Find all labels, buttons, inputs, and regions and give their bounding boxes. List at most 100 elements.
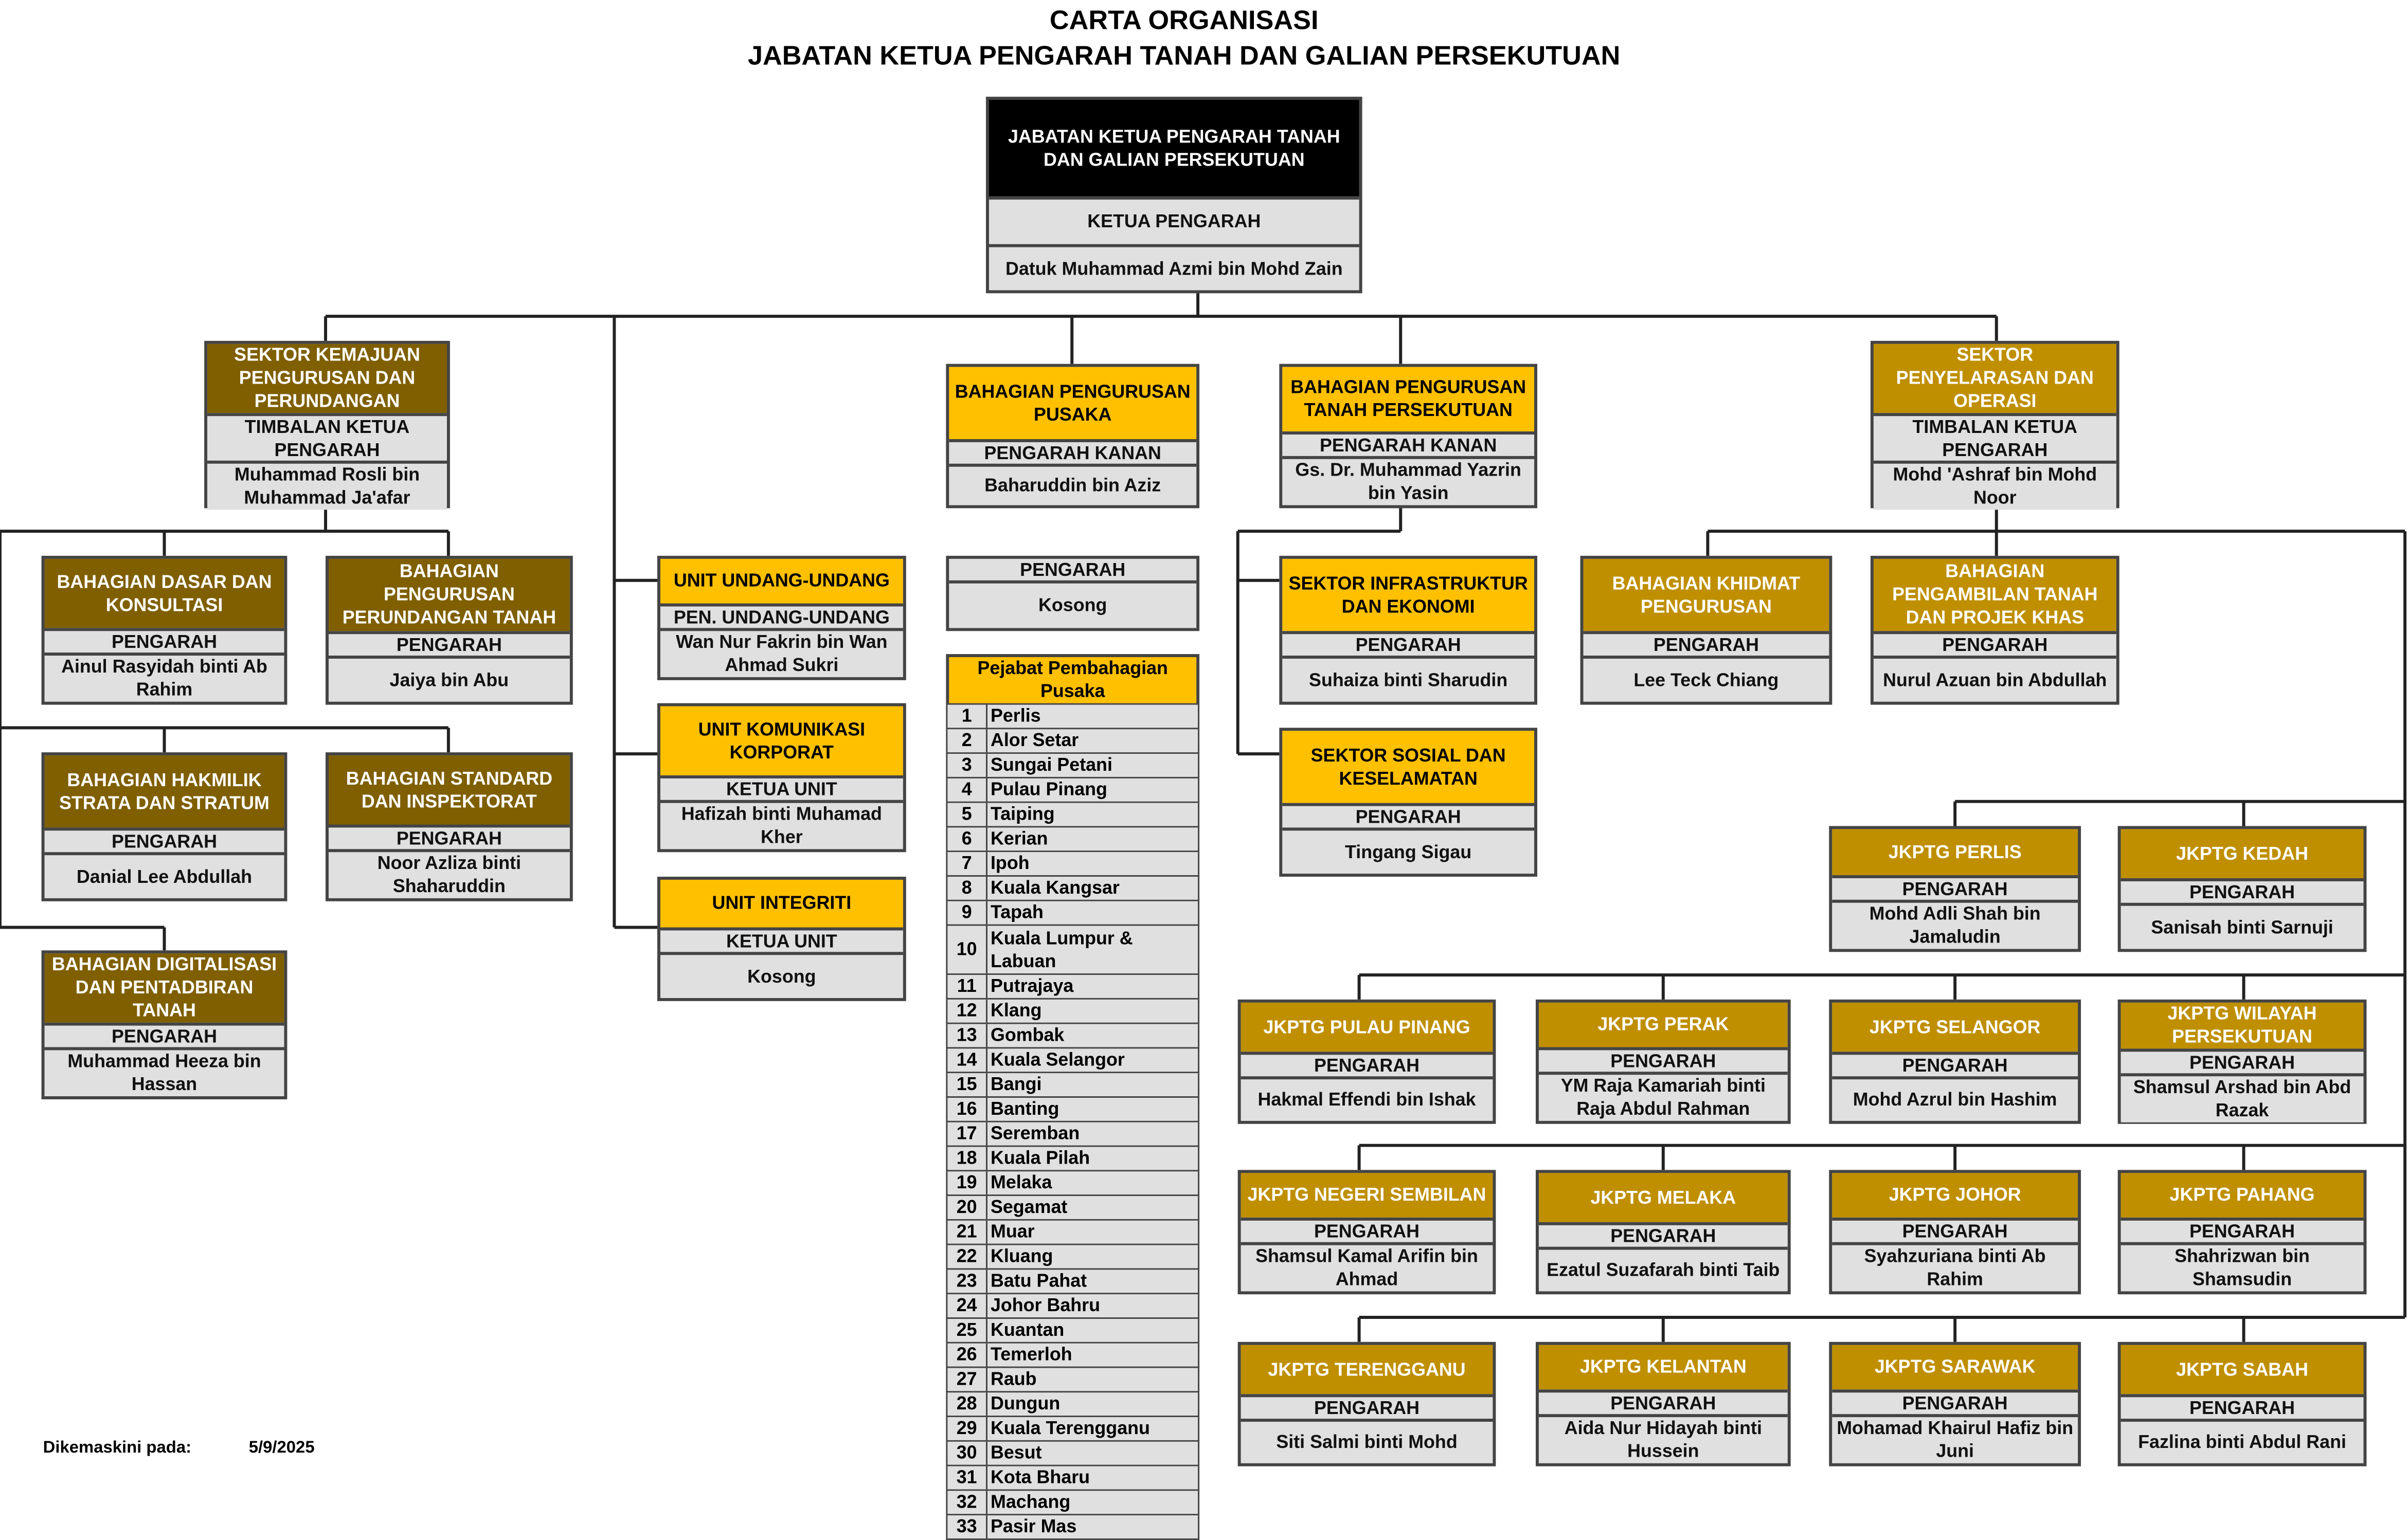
bhg-tanah-persekutuan-box: BAHAGIAN PENGURUSAN TANAH PERSEKUTUAN PE… bbox=[1279, 364, 1537, 509]
pusaka-office-row: 33 Pasir Mas bbox=[946, 1515, 1200, 1540]
top-dept-name: JABATAN KETUA PENGARAH TANAH DAN GALIAN … bbox=[989, 100, 1359, 197]
jkptg-selangor-person: Mohd Azrul bin Hashim bbox=[1832, 1076, 2078, 1121]
jkptg-terengganu-role: PENGARAH bbox=[1241, 1394, 1493, 1419]
pusaka-office-row: 23 Batu Pahat bbox=[946, 1270, 1200, 1295]
jkptg-pahang-person: Shahrizwan bin Shamsudin bbox=[2121, 1242, 2364, 1292]
pusaka-office-name: Perlis bbox=[990, 704, 1041, 727]
pusaka-office-number: 22 bbox=[947, 1245, 987, 1269]
jkptg-melaka-box: JKPTG MELAKA PENGARAH Ezatul Suzafarah b… bbox=[1536, 1170, 1791, 1295]
unit-komunikasi-name: UNIT KOMUNIKASI KORPORAT bbox=[660, 706, 903, 775]
bhg-dasar-person: Ainul Rasyidah binti Ab Rahim bbox=[44, 653, 284, 702]
top-person: Datuk Muhammad Azmi bin Mohd Zain bbox=[989, 244, 1359, 291]
pusaka-office-name: Klang bbox=[990, 999, 1042, 1021]
pusaka-pengarah-box: PENGARAH Kosong bbox=[946, 555, 1200, 631]
pusaka-pengarah-role: PENGARAH bbox=[949, 558, 1197, 581]
sektor-penyelarasan-role: TIMBALAN KETUA PENGARAH bbox=[1873, 413, 2116, 461]
pusaka-office-name: Putrajaya bbox=[990, 975, 1074, 997]
jkptg-johor-role: PENGARAH bbox=[1832, 1217, 2078, 1242]
unit-undang-person: Wan Nur Fakrin bin Wan Ahmad Sukri bbox=[660, 628, 903, 677]
pusaka-pengarah-person: Kosong bbox=[949, 580, 1197, 628]
pusaka-office-row: 21 Muar bbox=[946, 1220, 1200, 1245]
pusaka-office-number: 13 bbox=[947, 1024, 987, 1047]
pusaka-office-name: Banting bbox=[990, 1097, 1059, 1119]
bhg-khidmat-person: Lee Teck Chiang bbox=[1583, 656, 1829, 702]
sektor-sosial-person: Tingang Sigau bbox=[1282, 827, 1535, 874]
sektor-infra-role: PENGARAH bbox=[1282, 631, 1535, 656]
jkptg-wilayah-box: JKPTG WILAYAH PERSEKUTUAN PENGARAH Shams… bbox=[2117, 999, 2367, 1124]
unit-integriti-box: UNIT INTEGRITI KETUA UNIT Kosong bbox=[657, 877, 906, 1001]
bhg-standard-person: Noor Azliza binti Shaharuddin bbox=[329, 849, 570, 898]
sektor-infra-person: Suhaiza binti Sharudin bbox=[1282, 656, 1535, 702]
bhg-standard-box: BAHAGIAN STANDARD DAN INSPEKTORAT PENGAR… bbox=[326, 752, 573, 901]
bhg-perundangan-box: BAHAGIAN PENGURUSAN PERUNDANGAN TANAH PE… bbox=[326, 555, 573, 705]
jkptg-sabah-name: JKPTG SABAH bbox=[2121, 1345, 2364, 1394]
jkptg-pulau-pinang-name: JKPTG PULAU PINANG bbox=[1241, 1002, 1493, 1052]
jkptg-pahang-box: JKPTG PAHANG PENGARAH Shahrizwan bin Sha… bbox=[2117, 1170, 2367, 1295]
sektor-penyelarasan-box: SEKTOR PENYELARASAN DAN OPERASI TIMBALAN… bbox=[1870, 340, 2119, 510]
jkptg-sarawak-role: PENGARAH bbox=[1832, 1389, 2078, 1415]
pusaka-office-row: 5 Taiping bbox=[946, 803, 1200, 828]
jkptg-kelantan-name: JKPTG KELANTAN bbox=[1538, 1345, 1788, 1390]
pusaka-office-row: 18 Kuala Pilah bbox=[946, 1147, 1200, 1172]
top-role: KETUA PENGARAH bbox=[989, 196, 1359, 244]
sektor-penyelarasan-name: SEKTOR PENYELARASAN DAN OPERASI bbox=[1873, 343, 2116, 413]
jkptg-pulau-pinang-box: JKPTG PULAU PINANG PENGARAH Hakmal Effen… bbox=[1237, 999, 1496, 1124]
pusaka-office-number: 32 bbox=[947, 1491, 987, 1514]
bhg-khidmat-box: BAHAGIAN KHIDMAT PENGURUSAN PENGARAH Lee… bbox=[1580, 555, 1832, 705]
pusaka-office-row: 2 Alor Setar bbox=[946, 729, 1200, 754]
jkptg-selangor-role: PENGARAH bbox=[1832, 1052, 2078, 1077]
pusaka-office-name: Kluang bbox=[990, 1245, 1053, 1267]
pusaka-office-number: 28 bbox=[947, 1392, 987, 1416]
pusaka-office-name: Machang bbox=[990, 1491, 1071, 1513]
pusaka-office-row: 4 Pulau Pinang bbox=[946, 778, 1200, 803]
bhg-pengambilan-box: BAHAGIAN PENGAMBILAN TANAH DAN PROJEK KH… bbox=[1870, 555, 2119, 705]
bhg-pusaka-box: BAHAGIAN PENGURUSAN PUSAKA PENGARAH KANA… bbox=[946, 364, 1200, 509]
unit-integriti-person: Kosong bbox=[660, 952, 903, 998]
unit-undang-role: PEN. UNDANG-UNDANG bbox=[660, 603, 903, 628]
pusaka-office-number: 20 bbox=[947, 1196, 987, 1219]
bhg-pusaka-role: PENGARAH KANAN bbox=[949, 439, 1197, 464]
pusaka-office-row: 30 Besut bbox=[946, 1441, 1200, 1466]
pusaka-office-row: 25 Kuantan bbox=[946, 1318, 1200, 1344]
pusaka-office-row: 1 Perlis bbox=[946, 704, 1200, 730]
bhg-hakmilik-name: BAHAGIAN HAKMILIK STRATA DAN STRATUM bbox=[44, 755, 284, 828]
top-director-box: JABATAN KETUA PENGARAH TANAH DAN GALIAN … bbox=[986, 97, 1362, 294]
pusaka-office-number: 19 bbox=[947, 1171, 987, 1195]
bhg-dasar-box: BAHAGIAN DASAR DAN KONSULTASI PENGARAH A… bbox=[41, 555, 287, 705]
jkptg-sabah-person: Fazlina binti Abdul Rani bbox=[2121, 1419, 2364, 1463]
jkptg-perak-box: JKPTG PERAK PENGARAH YM Raja Kamariah bi… bbox=[1536, 999, 1791, 1124]
unit-komunikasi-box: UNIT KOMUNIKASI KORPORAT KETUA UNIT Hafi… bbox=[657, 703, 906, 853]
jkptg-melaka-role: PENGARAH bbox=[1538, 1222, 1788, 1247]
pusaka-office-number: 3 bbox=[947, 754, 987, 777]
sektor-kemajuan-role: TIMBALAN KETUA PENGARAH bbox=[207, 413, 447, 461]
pusaka-office-name: Dungun bbox=[990, 1392, 1061, 1415]
jkptg-perlis-name: JKPTG PERLIS bbox=[1832, 829, 2078, 876]
sektor-sosial-name: SEKTOR SOSIAL DAN KESELAMATAN bbox=[1282, 731, 1535, 803]
bhg-digital-box: BAHAGIAN DIGITALISASI DAN PENTADBIRAN TA… bbox=[41, 950, 287, 1099]
pusaka-list-header: Pejabat Pembahagian Pusaka bbox=[949, 657, 1197, 703]
pusaka-office-number: 5 bbox=[947, 803, 987, 826]
pusaka-office-number: 30 bbox=[947, 1441, 987, 1465]
pusaka-office-row: 15 Bangi bbox=[946, 1073, 1200, 1098]
chart-subtitle: JABATAN KETUA PENGARAH TANAH DAN GALIAN … bbox=[747, 40, 1621, 71]
pusaka-office-name: Gombak bbox=[990, 1024, 1065, 1046]
pusaka-office-row: 13 Gombak bbox=[946, 1024, 1200, 1049]
pusaka-office-number: 2 bbox=[947, 729, 987, 753]
pusaka-office-number: 7 bbox=[947, 852, 987, 876]
pusaka-list-header-box: Pejabat Pembahagian Pusaka bbox=[946, 654, 1200, 706]
pusaka-office-number: 10 bbox=[947, 926, 987, 974]
pusaka-office-number: 26 bbox=[947, 1343, 987, 1367]
jkptg-pulau-pinang-role: PENGARAH bbox=[1241, 1052, 1493, 1077]
bhg-digital-role: PENGARAH bbox=[44, 1022, 284, 1047]
pusaka-office-name: Ipoh bbox=[990, 852, 1030, 874]
chart-title: CARTA ORGANISASI bbox=[1049, 4, 1319, 35]
jkptg-pulau-pinang-person: Hakmal Effendi bin Ishak bbox=[1241, 1076, 1493, 1121]
pusaka-office-name: Johor Bahru bbox=[990, 1294, 1101, 1316]
unit-integriti-role: KETUA UNIT bbox=[660, 927, 903, 952]
pusaka-office-row: 16 Banting bbox=[946, 1097, 1200, 1122]
bhg-perundangan-role: PENGARAH bbox=[329, 631, 570, 656]
jkptg-perak-role: PENGARAH bbox=[1538, 1047, 1788, 1072]
pusaka-office-number: 15 bbox=[947, 1073, 987, 1097]
jkptg-wilayah-person: Shamsul Arshad bin Abd Razak bbox=[2121, 1073, 2364, 1122]
